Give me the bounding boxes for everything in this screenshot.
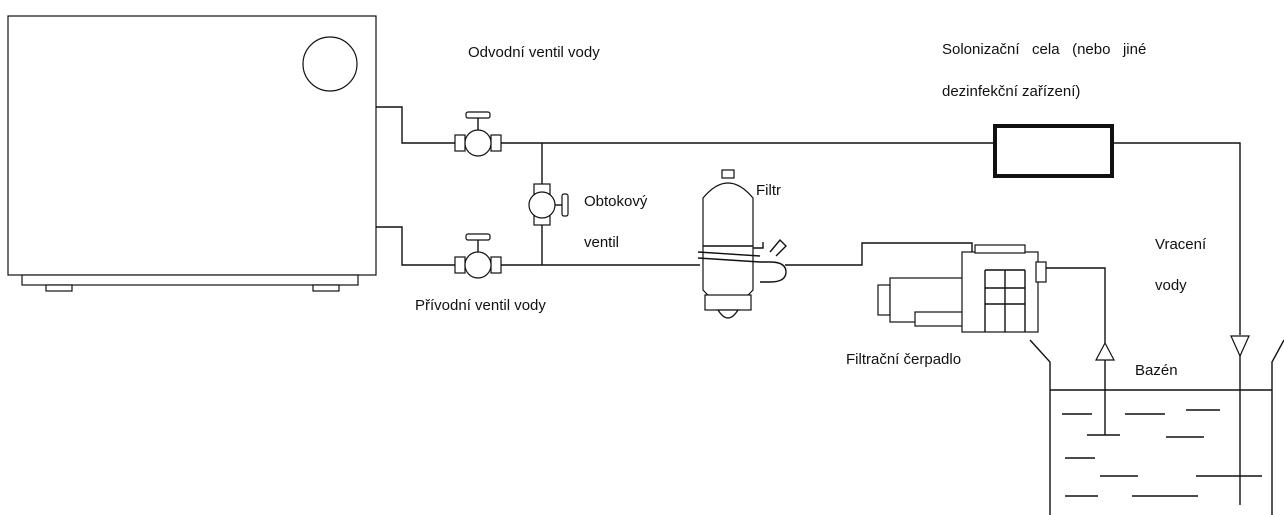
piping bbox=[376, 106, 1241, 505]
filter-icon bbox=[697, 169, 787, 319]
heat-pump-unit bbox=[7, 15, 377, 292]
pump-label: Filtrační čerpadlo bbox=[846, 351, 962, 368]
bypass-valve-label-2: ventil bbox=[584, 234, 620, 251]
bypass-valve-label-1: Obtokový bbox=[584, 193, 648, 210]
bypass-valve-icon bbox=[528, 183, 569, 226]
return-arrow-icon bbox=[1230, 335, 1250, 358]
salt-cell-label-1: Solonizační cela (nebo jiné bbox=[942, 41, 1147, 58]
inlet-valve-icon bbox=[454, 233, 502, 279]
filtration-pump-icon bbox=[877, 244, 1047, 333]
fan-icon bbox=[302, 36, 358, 92]
inlet-valve-label: Přívodní ventil vody bbox=[415, 297, 546, 314]
outlet-valve-icon bbox=[454, 111, 502, 157]
return-water-label-2: vody bbox=[1155, 277, 1187, 294]
pool-label: Bazén bbox=[1135, 362, 1178, 379]
outlet-valve-label: Odvodní ventil vody bbox=[468, 44, 600, 61]
pool-icon bbox=[1029, 339, 1284, 515]
return-water-label-1: Vracení bbox=[1155, 236, 1207, 253]
suction-arrow-icon bbox=[1095, 341, 1115, 361]
filter-label: Filtr bbox=[756, 182, 781, 199]
salt-cell-icon bbox=[993, 124, 1114, 178]
salt-cell-label-2: dezinfekční zařízení) bbox=[942, 83, 1081, 100]
